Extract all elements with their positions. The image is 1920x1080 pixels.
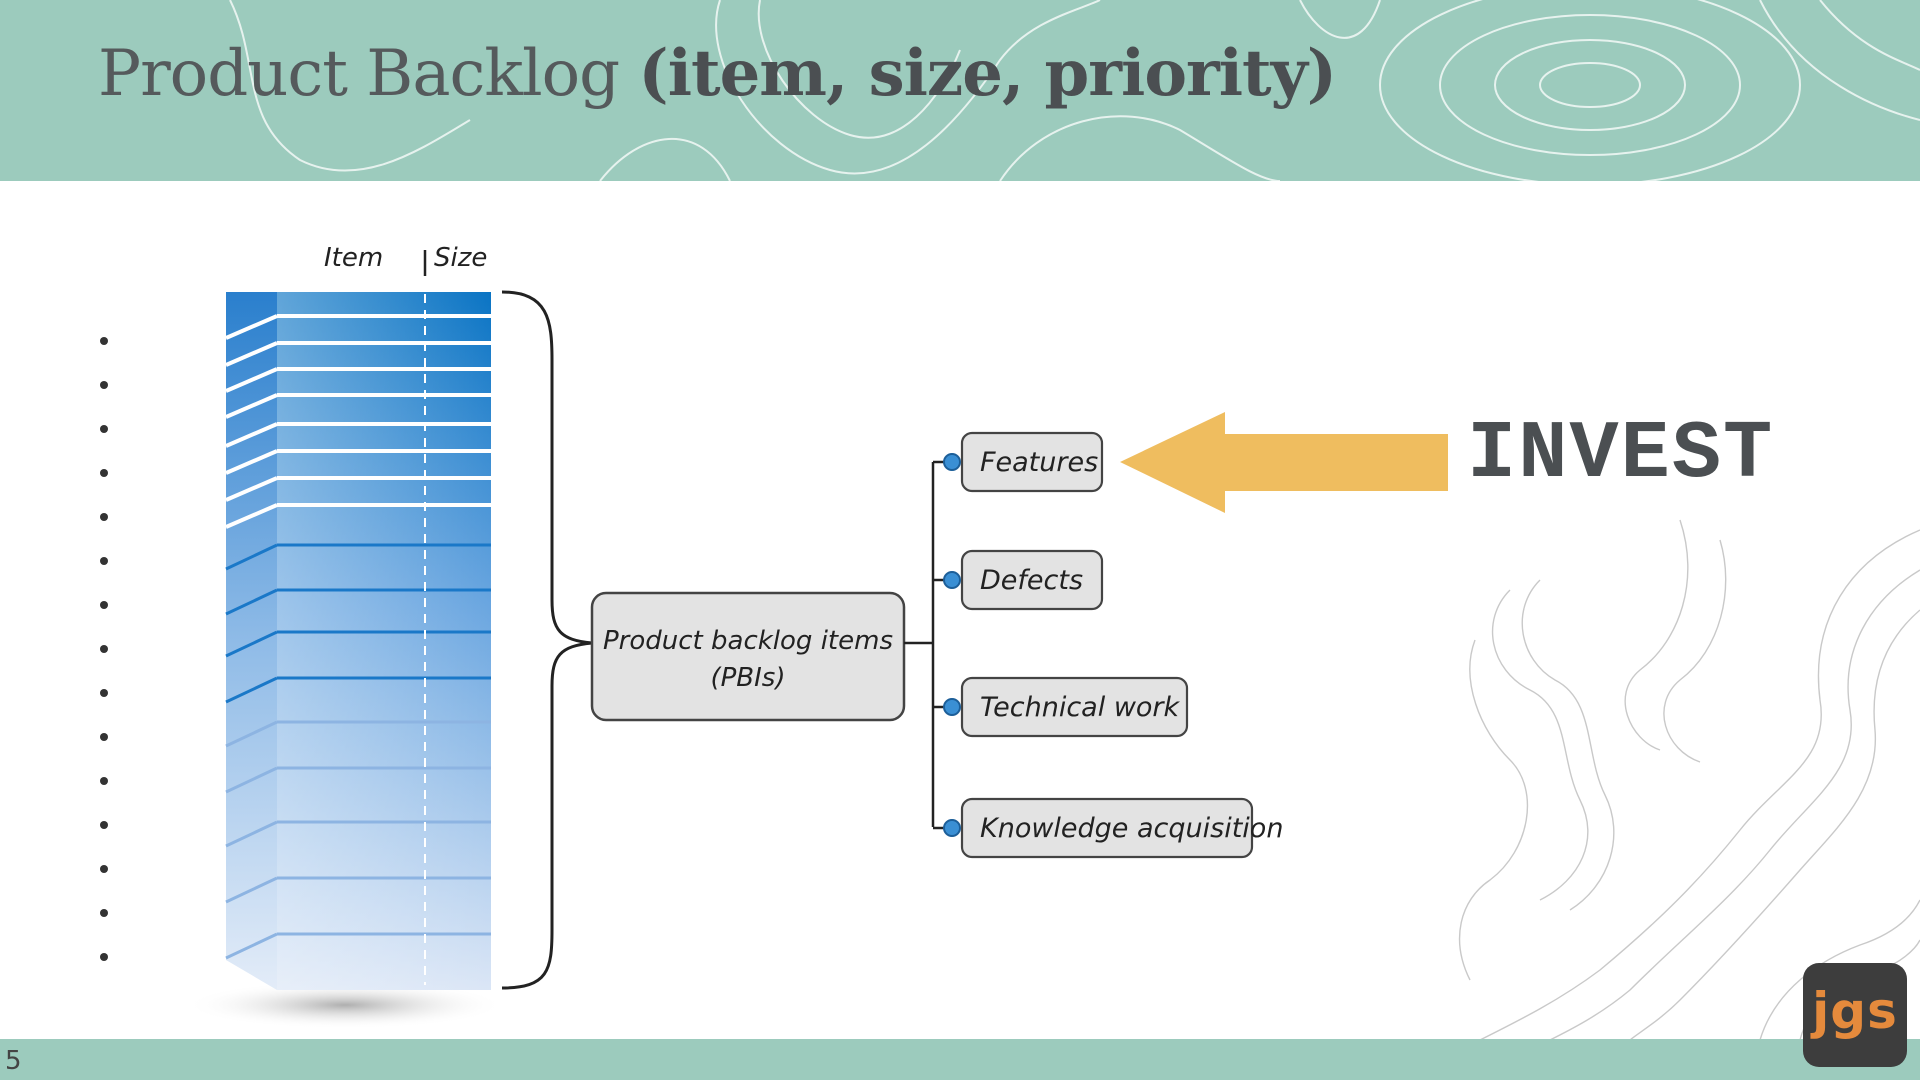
bullet-dot xyxy=(100,821,108,829)
stack-side-line xyxy=(225,367,278,393)
category-label: Defects xyxy=(980,565,1083,596)
bullet-list xyxy=(100,337,108,961)
bullet-dot xyxy=(100,381,108,389)
stack-side-line xyxy=(225,393,278,419)
stack-side-line xyxy=(225,676,278,704)
bullet-dot xyxy=(100,469,108,477)
stack-side-line xyxy=(225,932,278,960)
bullet-dot xyxy=(100,953,108,961)
stack-side-line xyxy=(225,314,278,340)
category-node: Knowledge acquisition xyxy=(933,797,1283,859)
corner-topographic-pattern xyxy=(1458,519,1920,1040)
stack-side-line xyxy=(225,720,278,748)
stack-side-line xyxy=(225,503,278,529)
category-dot xyxy=(943,453,961,471)
pbi-box-label-line2: (PBIs) xyxy=(710,663,785,693)
bullet-dot xyxy=(100,777,108,785)
category-label: Features xyxy=(980,447,1098,478)
grouping-brace xyxy=(501,290,593,990)
stack-side-line xyxy=(225,543,278,571)
pbi-box-label-line1: Product backlog items xyxy=(603,626,893,656)
footer-band xyxy=(0,1039,1920,1080)
stack-side-line xyxy=(225,630,278,658)
bullet-dot xyxy=(100,909,108,917)
jgs-logo: jgs xyxy=(1803,963,1907,1067)
category-label: Technical work xyxy=(980,692,1181,723)
stack-side-line xyxy=(225,876,278,904)
bullet-dot xyxy=(100,557,108,565)
category-dot xyxy=(943,819,961,837)
category-label: Knowledge acquisition xyxy=(980,813,1283,844)
category-dot xyxy=(943,698,961,716)
invest-label: INVEST xyxy=(1467,408,1775,501)
category-box xyxy=(960,797,1254,859)
category-node: Features xyxy=(933,431,1104,493)
stack-side-line xyxy=(225,341,278,367)
bullet-dot xyxy=(100,337,108,345)
stack-side-line xyxy=(225,820,278,848)
slide-title-bold: (item, size, priority) xyxy=(638,36,1337,111)
category-box xyxy=(960,676,1189,738)
tree-connector xyxy=(904,462,935,827)
stack-side-line xyxy=(225,422,278,448)
slide-title: Product Backlog (item, size, priority) xyxy=(98,36,1337,111)
bullet-dot xyxy=(100,865,108,873)
item-column-header: Item xyxy=(324,243,383,273)
stack-rows xyxy=(225,314,491,960)
category-box xyxy=(960,431,1104,493)
stack-side-line xyxy=(225,449,278,475)
bullet-dot xyxy=(100,733,108,741)
topographic-pattern xyxy=(229,0,1920,181)
header-band: Product Backlog (item, size, priority) xyxy=(0,0,1920,181)
invest-arrow xyxy=(1120,412,1448,513)
slide-title-main: Product Backlog xyxy=(98,37,639,111)
bullet-dot xyxy=(100,689,108,697)
bullet-dot xyxy=(100,645,108,653)
stack-side-line xyxy=(225,476,278,502)
bullet-dot xyxy=(100,513,108,521)
stack-shadow xyxy=(185,981,505,1029)
pbi-box xyxy=(590,591,906,722)
category-dot xyxy=(943,571,961,589)
size-column-header: Size xyxy=(434,243,487,273)
category-box xyxy=(960,549,1104,611)
bullet-dot xyxy=(100,425,108,433)
stack-side-line xyxy=(225,766,278,794)
stack-front-highlight xyxy=(277,292,491,990)
bullet-dot xyxy=(100,601,108,609)
category-node: Defects xyxy=(933,549,1104,611)
category-node: Technical work xyxy=(933,676,1189,738)
stack-side-line xyxy=(225,588,278,616)
slide-number: 5 xyxy=(5,1046,22,1076)
